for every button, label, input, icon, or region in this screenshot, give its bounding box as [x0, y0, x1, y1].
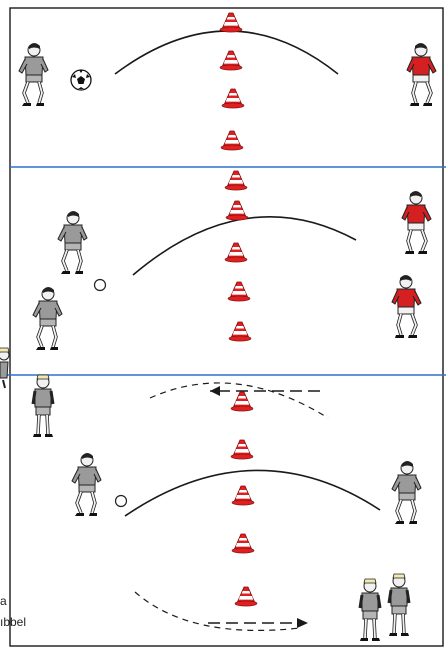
notes-fragment-1: a	[0, 594, 7, 608]
cone-icon	[224, 170, 248, 191]
dashed-rotation-bottom	[134, 591, 301, 631]
cone-icon	[227, 281, 251, 302]
cone-icon	[230, 391, 254, 412]
player-waiting-icon	[387, 572, 411, 638]
ball-icon	[93, 278, 107, 292]
cone-icon	[231, 485, 255, 506]
player-grey-icon	[56, 209, 89, 276]
dashed-rotation-top	[149, 382, 329, 419]
player-grey-icon	[17, 41, 50, 108]
field-boundary	[9, 7, 444, 647]
player-red-icon	[390, 273, 423, 340]
player-waiting-partial-icon	[0, 347, 10, 389]
player-red-icon	[400, 189, 433, 256]
cone-icon	[225, 200, 249, 221]
cone-icon	[221, 88, 245, 109]
cone-icon	[234, 586, 258, 607]
cone-icon	[219, 12, 243, 33]
soccer-ball-icon	[70, 69, 92, 91]
cone-icon	[219, 50, 243, 71]
player-waiting-icon	[31, 373, 55, 439]
player-red-icon	[405, 41, 438, 108]
notes-fragment-2: ıbbel	[0, 615, 27, 629]
arc-bottom	[124, 469, 381, 517]
player-waiting-icon	[358, 577, 382, 643]
player-grey-icon	[70, 451, 103, 518]
cone-icon	[230, 439, 254, 460]
cone-icon	[231, 533, 255, 554]
cone-icon	[228, 321, 252, 342]
arrowhead-left-icon	[210, 386, 220, 396]
player-grey-icon	[390, 459, 423, 526]
player-grey-icon	[31, 285, 64, 352]
arrowhead-right-icon	[297, 618, 308, 628]
ball-icon	[114, 494, 128, 508]
cone-icon	[224, 242, 248, 263]
cone-icon	[220, 130, 244, 151]
arc-middle	[132, 216, 357, 276]
